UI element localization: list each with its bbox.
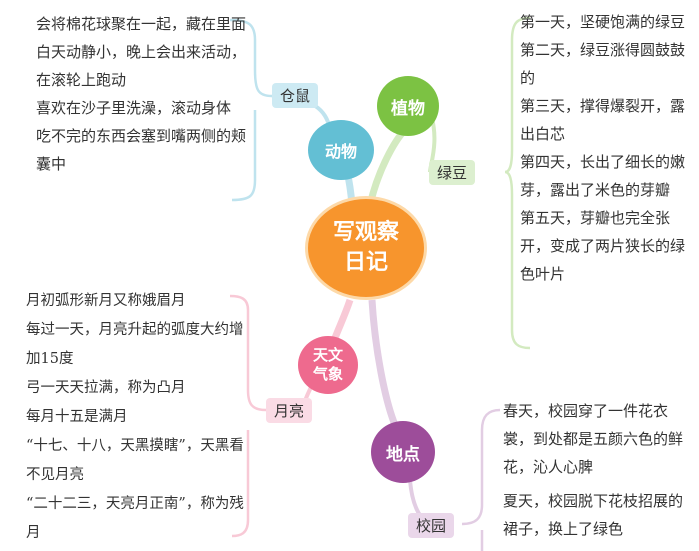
branch-plant-label: 植物	[391, 98, 425, 119]
animal-note: 白天动静小，晚上会出来活动，在滚轮上跑动	[36, 43, 247, 89]
place-notes: 春天，校园穿了一件花衣裳，到处都是五颜六色的鲜花，沁人心脾 夏天，校园脱下花枝招…	[503, 397, 693, 549]
branch-animal-label: 动物	[324, 142, 357, 161]
branch-weather: 天文 气象	[298, 336, 358, 394]
branch-weather-label-1: 天文	[312, 346, 343, 364]
weather-note: 每月十五是满月	[26, 409, 128, 425]
branch-place: 地点	[371, 421, 435, 483]
weather-note: 月初弧形新月又称娥眉月	[26, 293, 186, 309]
animal-note: 吃不完的东西会塞到嘴两侧的颊囊中	[36, 127, 247, 173]
animal-note: 喜欢在沙子里洗澡，滚动身体	[36, 99, 232, 117]
branch-place-label: 地点	[386, 444, 420, 465]
center-line2: 日记	[343, 250, 388, 275]
connector-weather	[331, 298, 354, 340]
branch-animal: 动物	[308, 120, 374, 180]
sub-label-yueliang: 月亮	[266, 398, 313, 423]
plant-note: 第一天，坚硬饱满的绿豆	[520, 13, 686, 31]
animal-notes: 会将棉花球聚在一起，藏在里面 白天动静小，晚上会出来活动，在滚轮上跑动 喜欢在沙…	[36, 10, 246, 178]
center-topic: 写观察 日记	[305, 196, 427, 300]
branch-plant: 植物	[377, 76, 439, 136]
branch-weather-label-2: 气象	[312, 365, 343, 383]
weather-note: “十七、十八，天黑摸瞎”，天黑看不见月亮	[26, 438, 244, 483]
weather-note: “二十二三，天亮月正南”，称为残月	[26, 496, 244, 541]
plant-note: 第四天，长出了细长的嫩芽，露出了米色的芽瓣	[520, 153, 686, 199]
bracket-place	[461, 408, 501, 551]
bracket-animal	[229, 18, 273, 202]
bracket-plant	[504, 16, 531, 350]
weather-note: 每过一天，月亮升起的弧度大约增加15度	[26, 322, 244, 367]
plant-note: 第三天，撑得爆裂开，露出白芯	[520, 97, 686, 143]
place-note: 春天，校园穿了一件花衣裳，到处都是五颜六色的鲜花，沁人心脾	[503, 402, 684, 476]
connector-place	[368, 299, 399, 427]
sub-label-cangshu: 仓鼠	[272, 83, 319, 108]
weather-notes: 月初弧形新月又称娥眉月 每过一天，月亮升起的弧度大约增加15度 弓一天天拉满，称…	[26, 287, 246, 548]
sub-label-lvdou: 绿豆	[429, 160, 476, 185]
plant-note: 第五天，芽瓣也完全张开，变成了两片狭长的绿色叶片	[520, 209, 686, 283]
sub-label-xiaoyuan: 校园	[408, 513, 455, 538]
plant-notes: 第一天，坚硬饱满的绿豆 第二天，绿豆涨得圆鼓鼓的 第三天，撑得爆裂开，露出白芯 …	[520, 8, 690, 288]
weather-note: 弓一天天拉满，称为凸月	[26, 380, 186, 396]
animal-note: 会将棉花球聚在一起，藏在里面	[36, 15, 247, 33]
connector-plant	[366, 127, 408, 206]
plant-note: 第二天，绿豆涨得圆鼓鼓的	[520, 41, 686, 87]
center-line1: 写观察	[332, 220, 399, 245]
bracket-weather	[229, 294, 267, 538]
place-note: 夏天，校园脱下花枝招展的裙子，换上了绿色	[503, 492, 684, 538]
